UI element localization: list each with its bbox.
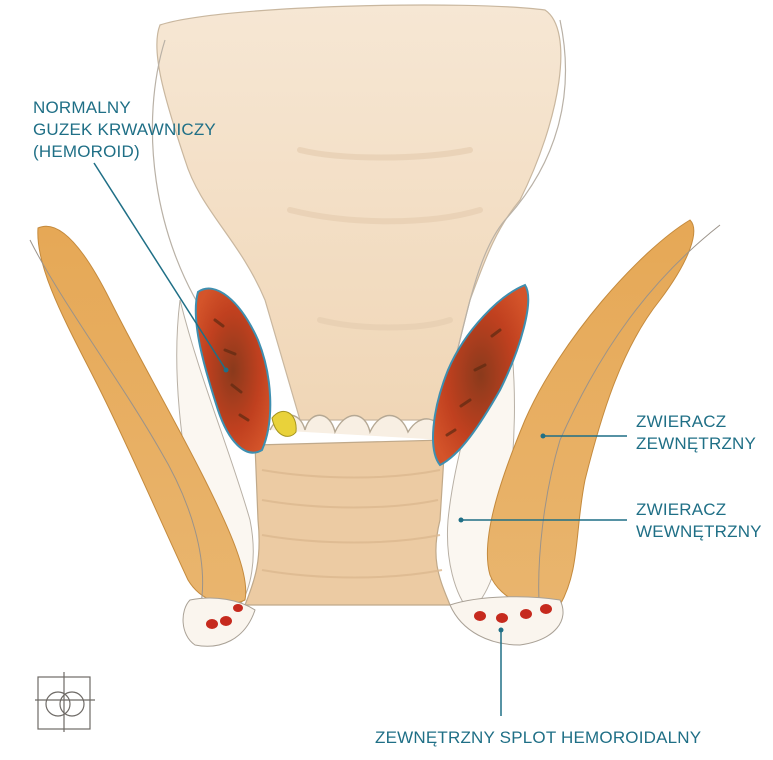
label-normal-hemorrhoid: NORMALNY GUZEK KRWAWNICZY (HEMOROID) <box>33 97 216 163</box>
perianal-skin-left <box>183 598 255 646</box>
yellow-papilla <box>272 411 296 436</box>
label-external-sphincter: ZWIERACZ ZEWNĘTRZNY <box>636 411 756 455</box>
anal-canal <box>245 440 450 605</box>
label-external-hemorrhoidal-plexus: ZEWNĘTRZNY SPLOT HEMOROIDALNY <box>375 727 701 749</box>
artist-signature <box>35 672 95 732</box>
label-internal-sphincter: ZWIERACZ WEWNĘTRZNY <box>636 499 762 543</box>
